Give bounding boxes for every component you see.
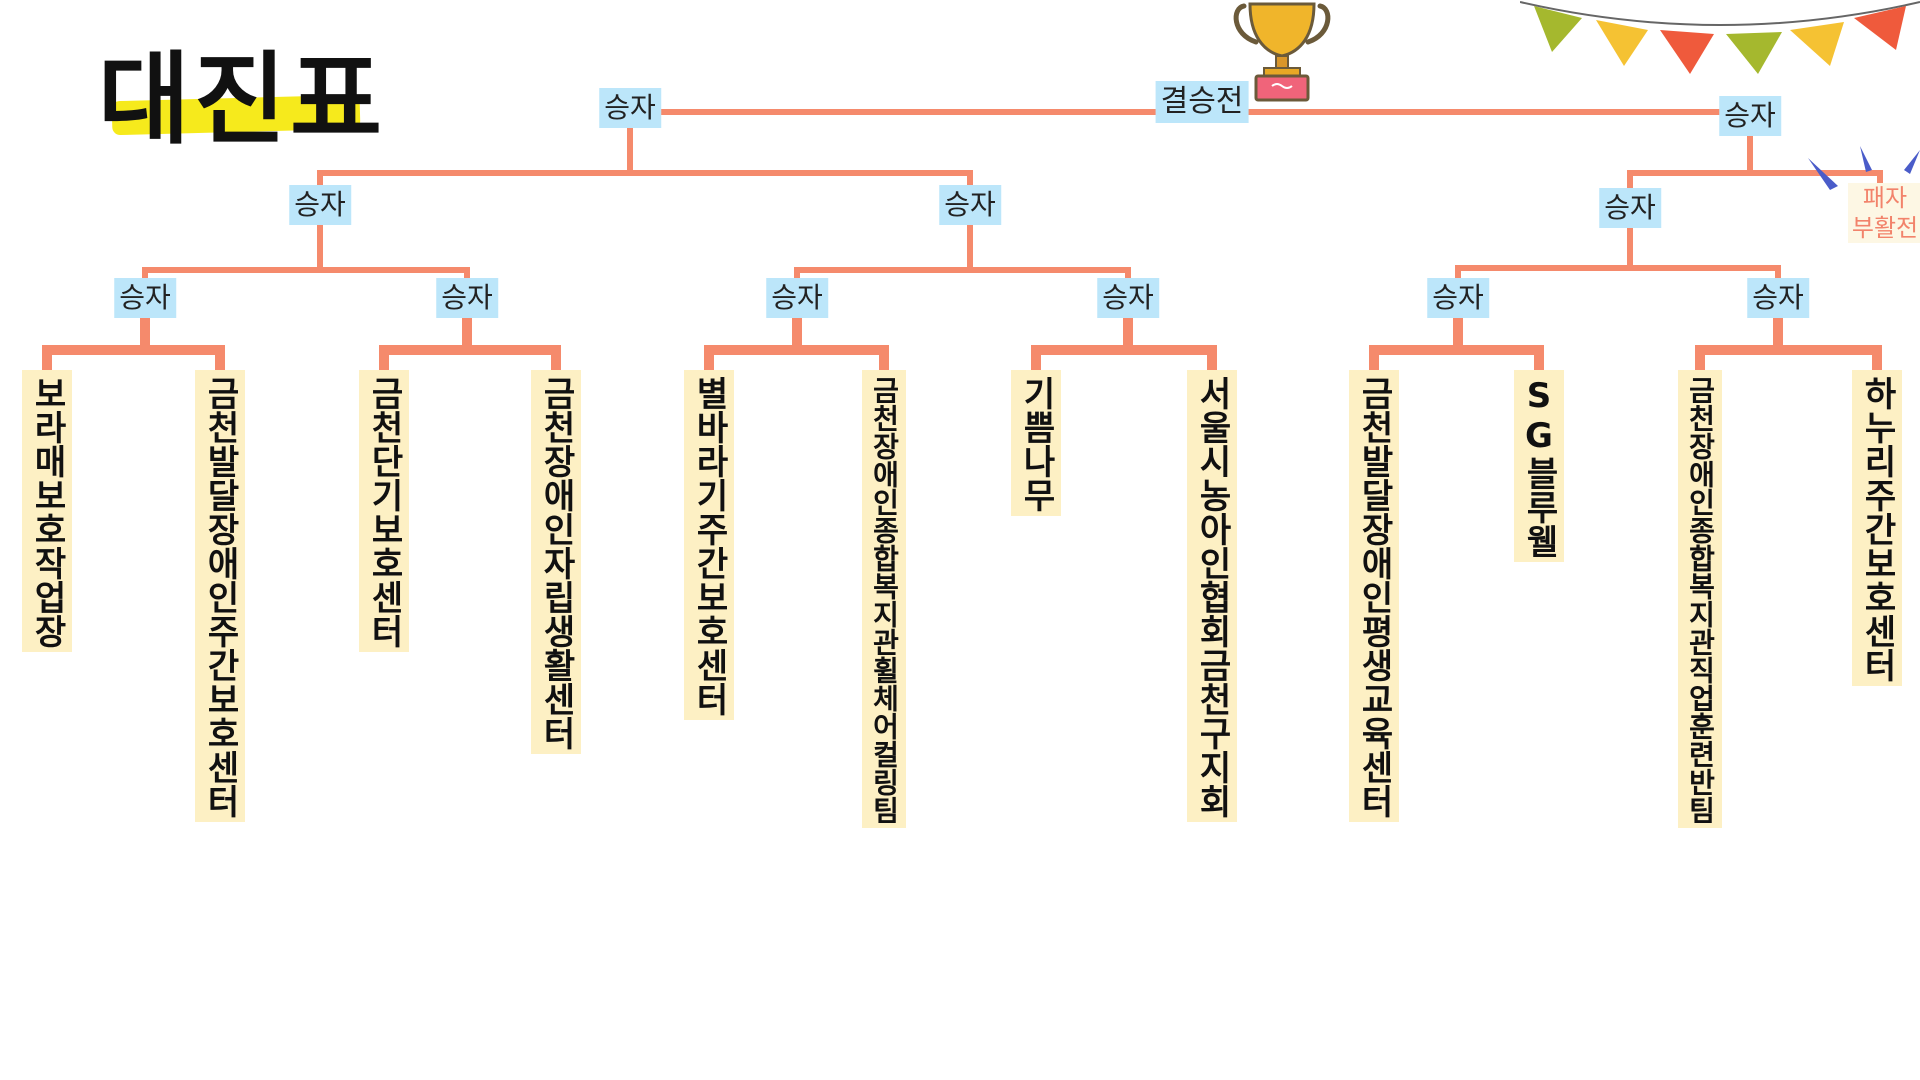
winner-slot-r1-pair-6: 승자 [1747,278,1809,318]
team-name-3: 금천단기보호센터 [359,370,409,652]
winner-slot-r1-pair-5: 승자 [1427,278,1489,318]
final-match-label: 결승전 [1155,81,1249,123]
burst-accent-icon [1808,146,1920,190]
repechage-label-line2: 부활전 [1851,214,1919,242]
team-name-11: 금천장애인종합복지관직업훈련반팀 [1678,370,1722,828]
winner-slot-quarter-right: 승자 [1599,188,1661,228]
winner-slot-r1-pair-1: 승자 [114,278,176,318]
team-name-1: 보라매보호작업장 [22,370,72,652]
team-name-10: SG블루웰 [1514,370,1564,562]
winner-slot-semifinal-right: 승자 [1719,96,1781,136]
team-name-9: 금천발달장애인평생교육센터 [1349,370,1399,822]
page-title: 대진표 [98,41,386,158]
team-name-8: 서울시농아인협회금천구지회 [1187,370,1237,822]
team-name-7: 기쁨나무 [1011,370,1061,516]
team-name-4: 금천장애인자립생활센터 [531,370,581,754]
winner-slot-quarter-left-1: 승자 [289,185,351,225]
winner-slot-semifinal-left: 승자 [599,88,661,128]
winner-slot-r1-pair-2: 승자 [436,278,498,318]
winner-slot-r1-pair-4: 승자 [1097,278,1159,318]
team-name-2: 금천발달장애인주간보호센터 [195,370,245,822]
trophy-icon [1233,2,1331,102]
bunting-decoration-icon [1520,1,1920,74]
winner-slot-r1-pair-3: 승자 [766,278,828,318]
repechage-label-line1: 패자 [1862,184,1908,212]
winner-slot-quarter-left-2: 승자 [939,185,1001,225]
team-name-12: 하누리주간보호센터 [1852,370,1902,686]
team-name-6: 금천장애인종합복지관휠체어컬링팀 [862,370,906,828]
repechage-label: 패자 부활전 [1848,183,1920,243]
team-name-5: 별바라기주간보호센터 [684,370,734,720]
